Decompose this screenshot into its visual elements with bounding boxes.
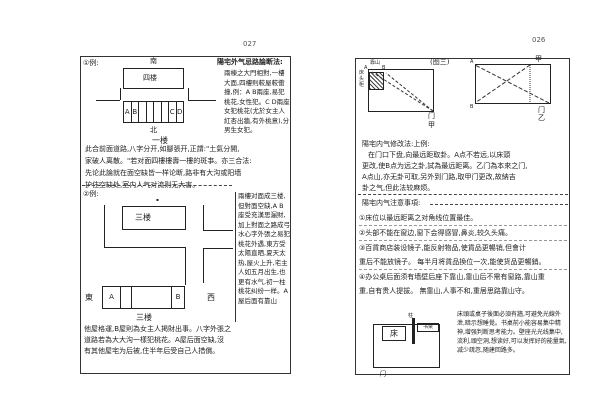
unit-a: A [124,102,132,122]
method-heading: 陽宅内气修改法:上例: [362,140,430,148]
pillar [412,318,415,344]
road-line [203,230,233,231]
mark: ▪ [156,197,159,202]
road-line [188,100,216,101]
unit-b: B [175,293,181,301]
bed-box: 床 [382,326,406,341]
note-item: ②头部不能在窗边,窗下会得感冒,鼻炎,较久头痛。 [359,226,567,241]
text-line: 更改,使B点为远之卦,試為最远距离。乙门為本來之门, [362,162,528,170]
bottom-text: 床頭或桌子後面必須有牆,可避免光線外泄,暗示想睡覺。书桌前小能容易集中精神,增强… [457,311,567,354]
example2-label: ②例: [83,190,99,198]
unit-d: D [177,108,183,116]
road-line [188,88,189,100]
road-line [203,248,233,249]
unit-c: C [169,102,177,122]
building-three-top-label: 三楼 [135,213,151,222]
road-line [203,248,204,283]
text-line: 先论此論就在面空缺皆一样论断,路非有大沟或阳墙 [85,169,242,177]
road-line [120,88,121,100]
fig-bottom-door: 门 [380,371,387,378]
pillar-label: 柱 [408,313,414,319]
text-line: 卦之气,但此法较麻烦。 [362,184,435,192]
east-label: 東 [85,293,93,302]
divider [430,204,568,205]
right-page [355,58,570,375]
north-label: 北 [150,126,157,134]
fig-right-door-sub: 乙 [538,114,545,122]
fig-right-rect [475,64,551,104]
unit-b: B [132,102,139,122]
text-line: 此合前面道路,八字分开,如腳張开,正謂:"土氣分開, [85,145,240,153]
fig-left-door: 门 [428,112,435,120]
fig-left-corner-a: A [364,65,368,71]
cabinet-box: 书桌 [417,323,439,332]
section-heading: 陽宅外气忌路論断法: [217,58,283,66]
building-three-top [122,206,186,230]
building-one-label: 一楼 [152,136,168,145]
fig-left-door-sub: 甲 [428,121,435,129]
note-item: ③百貨商店装设镜子,能反射物品,使貨品更暢销,但會计 [359,244,526,252]
divider [358,194,568,195]
road-line [185,247,186,285]
example1-side-text: 兩棟之大門相對,一樓大面,四樓則較屋較衝撞,例：A B兩座,易犯桃花,女性犯。C… [224,69,290,134]
road-line [104,247,186,248]
fig-right-corner-b: B [470,104,474,110]
fig-left-side-label: 床头柜 [359,70,365,88]
building-three-bottom: A B [102,286,185,309]
note-item: ①床位以最远距离之对角线位置最佳。 [359,211,567,226]
note-item: 重,自有贵人提拔。 無靠山,人事不和,重居思路靠山守。 [359,287,529,295]
building-three-bottom-label: 三楼 [136,313,152,322]
text-line: 道路若為大大沟一樣犯桃花。A屋后面空缺,沒 [84,336,225,344]
divider [82,185,232,186]
text-line: 他屋格運,B屋則為女主人掲財出事。八字外張之 [84,325,232,333]
fig-left-top-label: 靠山 [370,60,381,66]
building-four-label: 四楼 [143,74,157,82]
road-line [96,100,120,101]
fig-left-corner-b: B [382,65,386,71]
text-line: A点山,亦无卦可取,另外到门路,取甲门更改,故納吉 [362,173,516,181]
text-line: 在门口下盘,向最远距取卦。A点不若远,以床頭 [368,151,511,159]
building-one-row: A B C D [123,101,184,123]
south-label: 南 [150,57,157,65]
notes-list: ①床位以最远距离之对角线位置最佳。 ②头部不能在窗边,窗下会得感冒,鼻炎,较久头… [359,211,567,298]
example2-side-text: 兩樓对面成三楼,但對面空缺,A B座受充漢思漏財,加上對面之路成弓水心字外張之易… [235,192,290,322]
example1-label: ①例: [83,59,99,67]
west-label: 西 [207,293,215,302]
fig-left-rect [368,69,434,112]
fig-right-corner-a: A [470,59,474,65]
fig-bottom-room [373,324,440,368]
page-number-right: 026 [532,36,546,44]
unit-a: A [103,287,121,308]
example2-paragraph: 他屋格運,B屋則為女主人掲財出事。八字外張之 道路若為大大沟一樣犯桃花。A屋后面… [84,324,289,357]
road-line [203,205,204,230]
method-text: 在门口下盘,向最远距取卦。A点不若远,以床頭 更改,使B点为远之卦,試為最远距离… [362,150,567,194]
fig-right-door: 门 [538,106,545,114]
text-line: 家破人离散。"若对面四樓樓壽一樓的斑亊。亦三合法: [85,157,252,165]
note-item: ④办公桌后面须有墙壁后座下靠山,靠山后不需有窗路,靠山重 [359,273,545,281]
text-line: 有其他屋宅为后被,住半年后受自己人措償。 [84,347,220,355]
fig-right-top-label: 甲 [535,55,542,63]
road-line [104,205,105,247]
page-number-left: 027 [243,40,257,48]
notes-heading: 陽宅内气注意事項: [362,199,421,207]
bed-hatched [369,72,384,90]
note-item: 重后不能放镜子。 每半月将貨品換位一次,能使货品更暢銷。 [359,255,567,270]
figure-title: (图三) [430,58,450,66]
building-four [123,68,184,89]
